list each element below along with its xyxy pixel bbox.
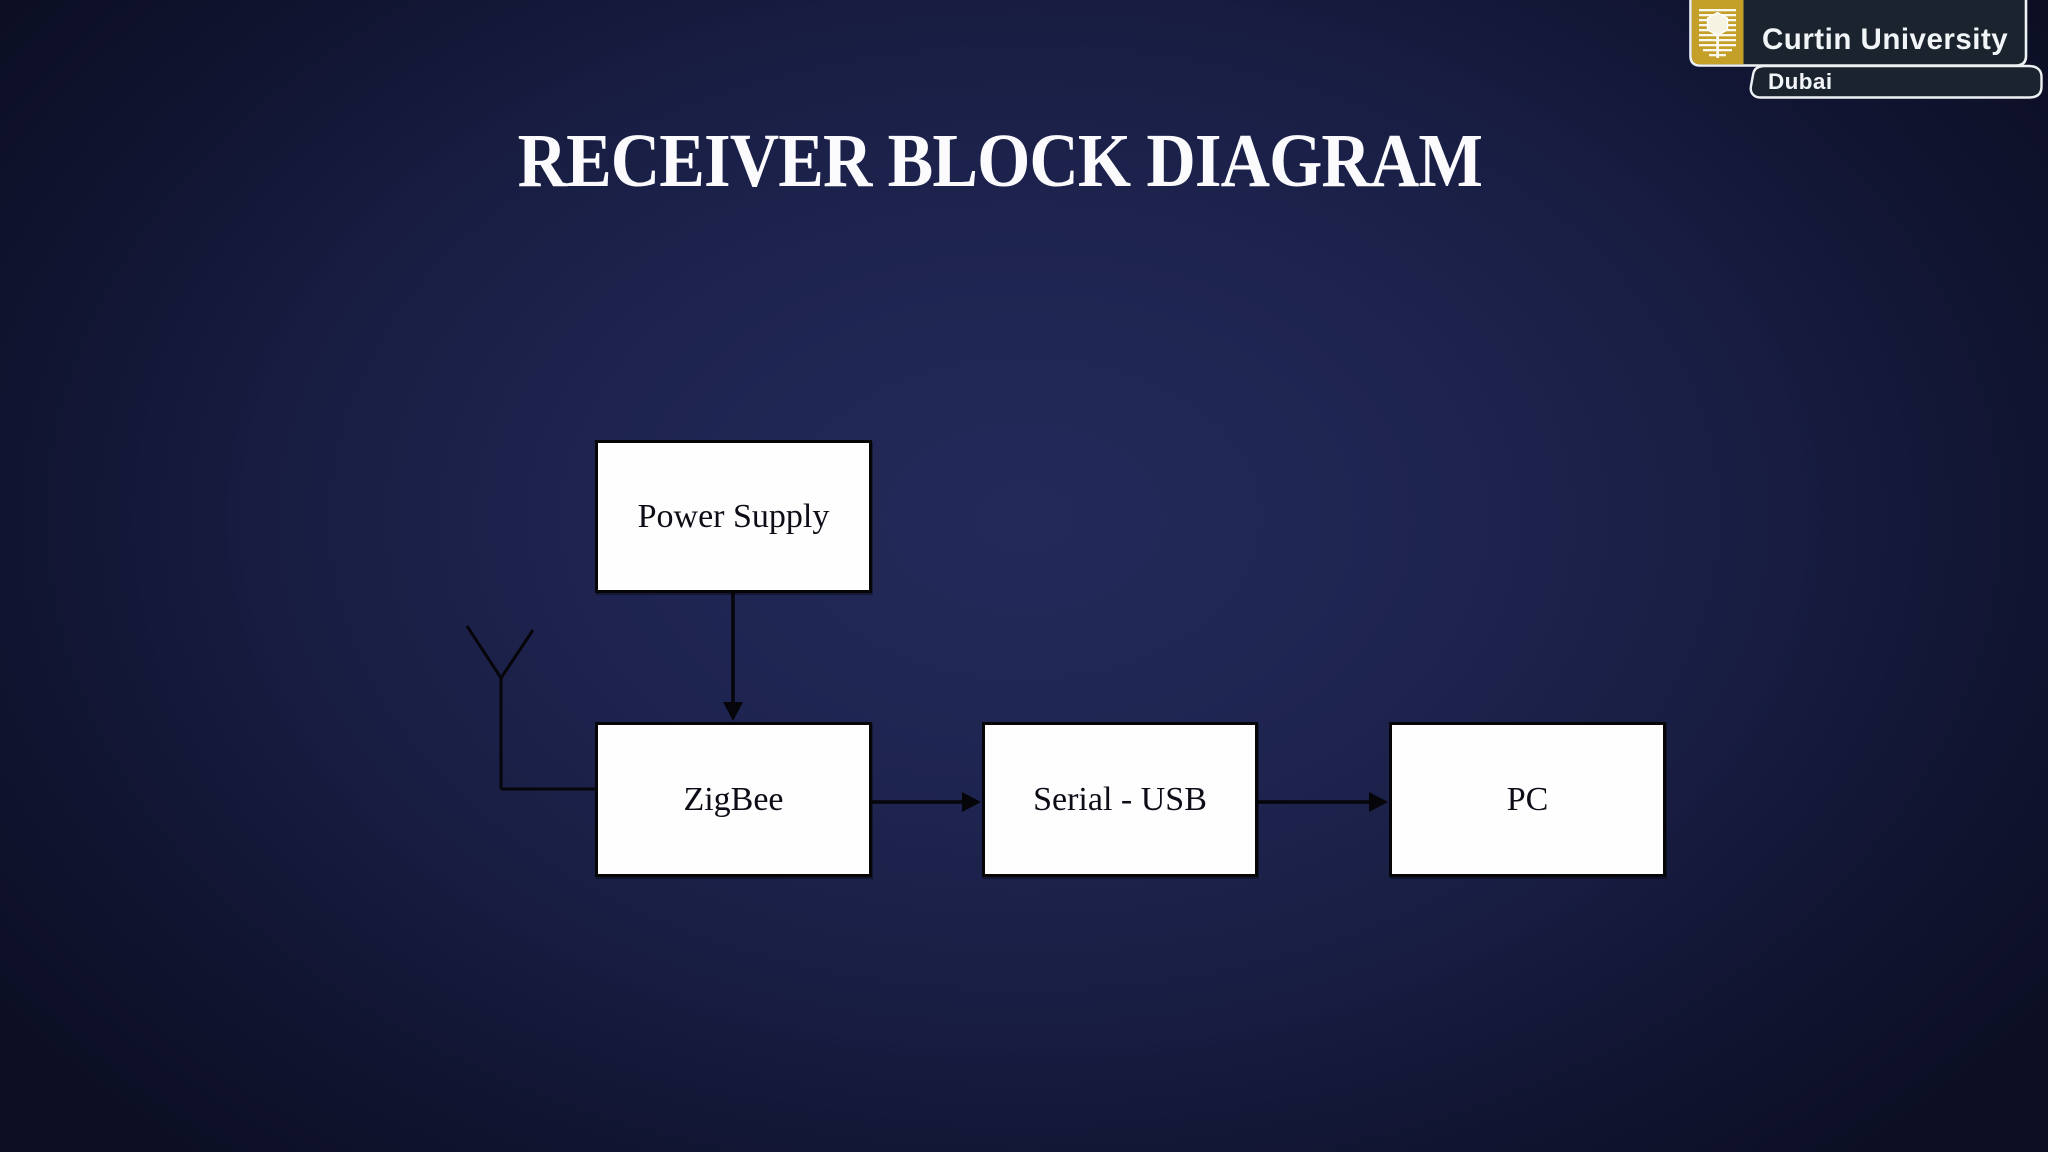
slide-title: RECEIVER BLOCK DIAGRAM [517, 119, 1483, 203]
node-pc: PC [1389, 722, 1666, 877]
node-serial-usb: Serial - USB [982, 722, 1258, 877]
curtin-university-logo: Curtin University Dubai [1689, 0, 2043, 99]
curtin-shield-icon [1699, 9, 1736, 58]
logo-institution-name: Curtin University [1762, 23, 2008, 56]
arrow-power-to-zigbee [723, 592, 743, 721]
node-label: Power Supply [637, 497, 830, 535]
node-label: ZigBee [683, 780, 784, 818]
node-label: Serial - USB [1033, 780, 1207, 818]
arrow-serial-to-pc [1257, 792, 1388, 812]
logo-campus-name: Dubai [1768, 69, 1833, 94]
title-row: RECEIVER BLOCK DIAGRAM [0, 118, 2000, 205]
antenna-icon [465, 625, 596, 791]
node-power-supply: Power Supply [595, 440, 872, 593]
logo-campus-tab: Dubai [1749, 64, 2043, 99]
node-zigbee: ZigBee [595, 722, 872, 877]
logo-badge: Curtin University [1689, 0, 2028, 67]
node-label: PC [1506, 780, 1549, 818]
arrow-zigbee-to-serial [872, 792, 981, 812]
